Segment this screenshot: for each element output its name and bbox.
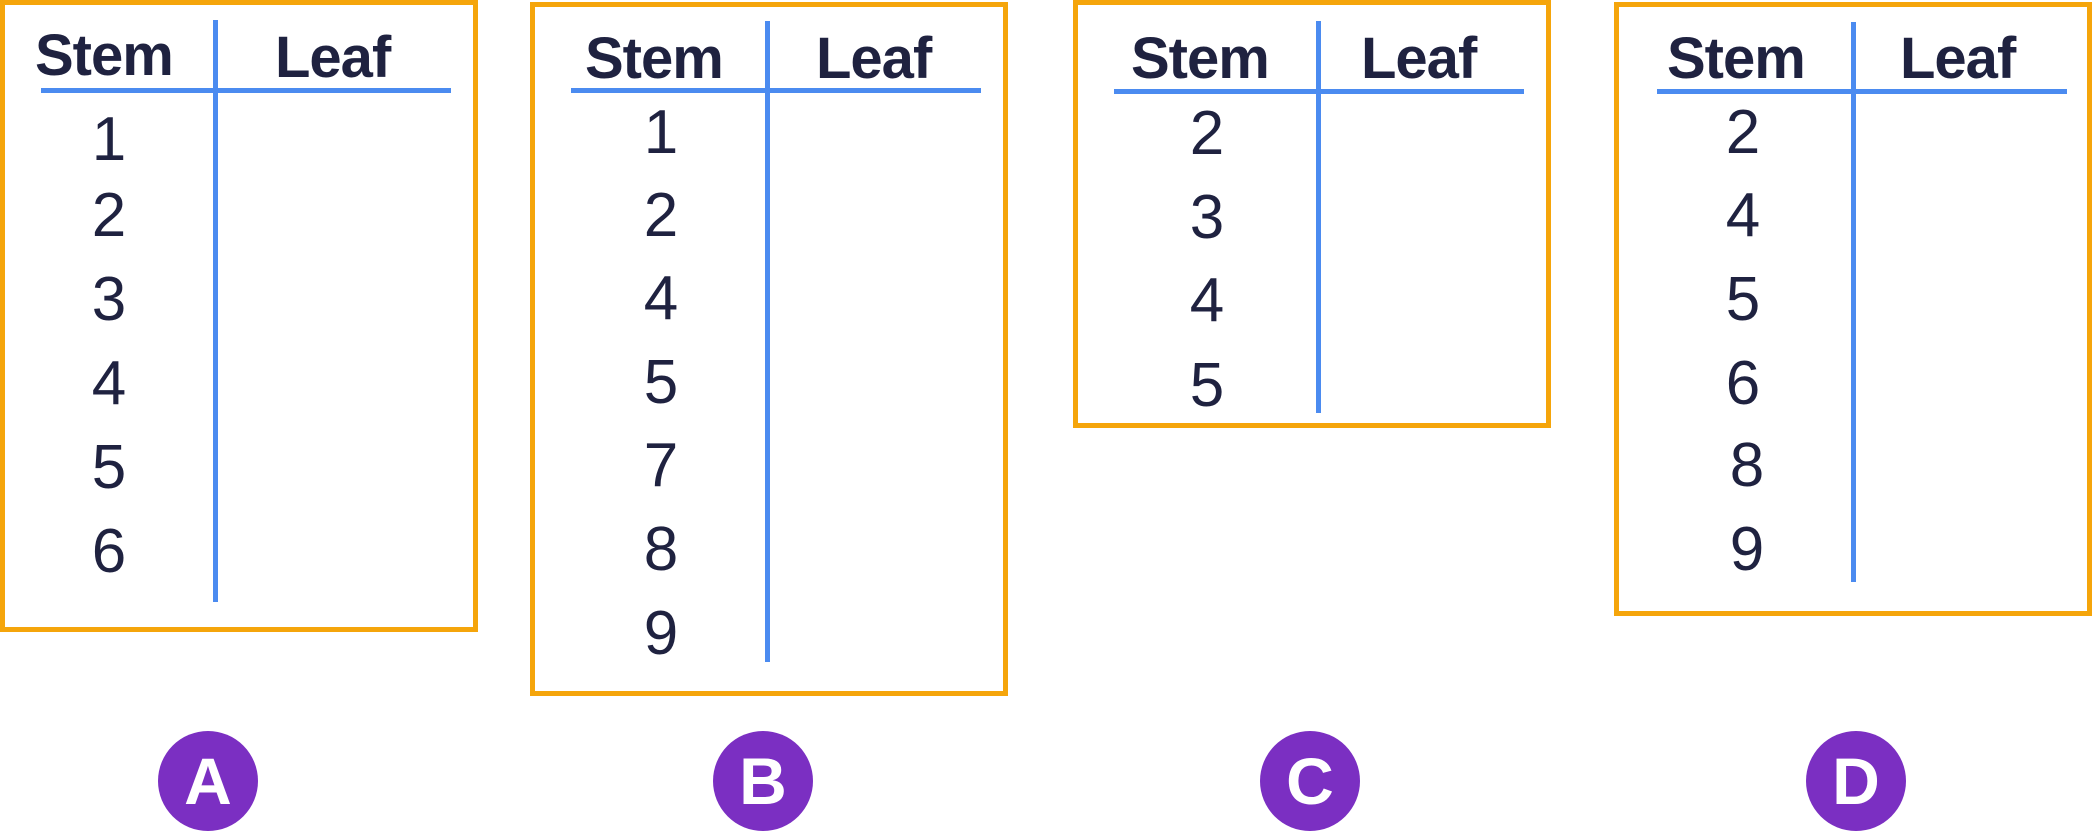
- header-rule: [1657, 89, 2067, 94]
- leaf-header: Leaf: [816, 26, 932, 91]
- stem-value: 4: [1189, 266, 1225, 335]
- stem-value: 5: [1189, 351, 1225, 420]
- stem-value: 5: [91, 433, 127, 502]
- stem-value: 2: [1189, 99, 1225, 168]
- stem-value: 5: [1725, 265, 1761, 334]
- option-b-badge[interactable]: B: [713, 731, 813, 831]
- stem-value: 2: [1725, 98, 1761, 167]
- stem-value: 5: [643, 348, 679, 417]
- stem-value: 2: [643, 181, 679, 250]
- option-c-panel: Stem Leaf 2 3 4 5: [1073, 0, 1551, 428]
- stem-value: 4: [91, 349, 127, 418]
- stem-value: 7: [643, 431, 679, 500]
- stem-value: 9: [1729, 515, 1765, 584]
- option-b-panel: Stem Leaf 1 2 4 5 7 8 9: [530, 2, 1008, 696]
- header-rule: [41, 88, 451, 93]
- option-a-badge[interactable]: A: [158, 731, 258, 831]
- leaf-header: Leaf: [1361, 26, 1477, 91]
- stem-value: 3: [91, 265, 127, 334]
- stem-header: Stem: [1667, 26, 1806, 91]
- divider-rule: [1851, 22, 1856, 582]
- stem-header: Stem: [1131, 26, 1270, 91]
- option-c-badge[interactable]: C: [1260, 731, 1360, 831]
- stem-header: Stem: [35, 23, 174, 88]
- stem-value: 2: [91, 181, 127, 250]
- option-d-badge[interactable]: D: [1806, 731, 1906, 831]
- stem-value: 3: [1189, 183, 1225, 252]
- divider-rule: [765, 21, 770, 662]
- stem-header: Stem: [585, 26, 724, 91]
- stem-value: 8: [1729, 431, 1765, 500]
- stem-value: 4: [1725, 181, 1761, 250]
- leaf-header: Leaf: [1900, 26, 2016, 91]
- leaf-header: Leaf: [275, 25, 391, 90]
- stem-value: 9: [643, 599, 679, 668]
- stem-value: 1: [643, 98, 679, 167]
- stem-value: 8: [643, 515, 679, 584]
- stem-value: 4: [643, 264, 679, 333]
- stem-value: 6: [91, 517, 127, 586]
- option-a-panel: Stem Leaf 1 2 3 4 5 6: [0, 0, 478, 632]
- divider-rule: [213, 20, 218, 602]
- stem-value: 6: [1725, 349, 1761, 418]
- stem-value: 1: [91, 105, 127, 174]
- option-d-panel: Stem Leaf 2 4 5 6 8 9: [1614, 2, 2092, 616]
- divider-rule: [1316, 21, 1321, 413]
- header-rule: [571, 88, 981, 93]
